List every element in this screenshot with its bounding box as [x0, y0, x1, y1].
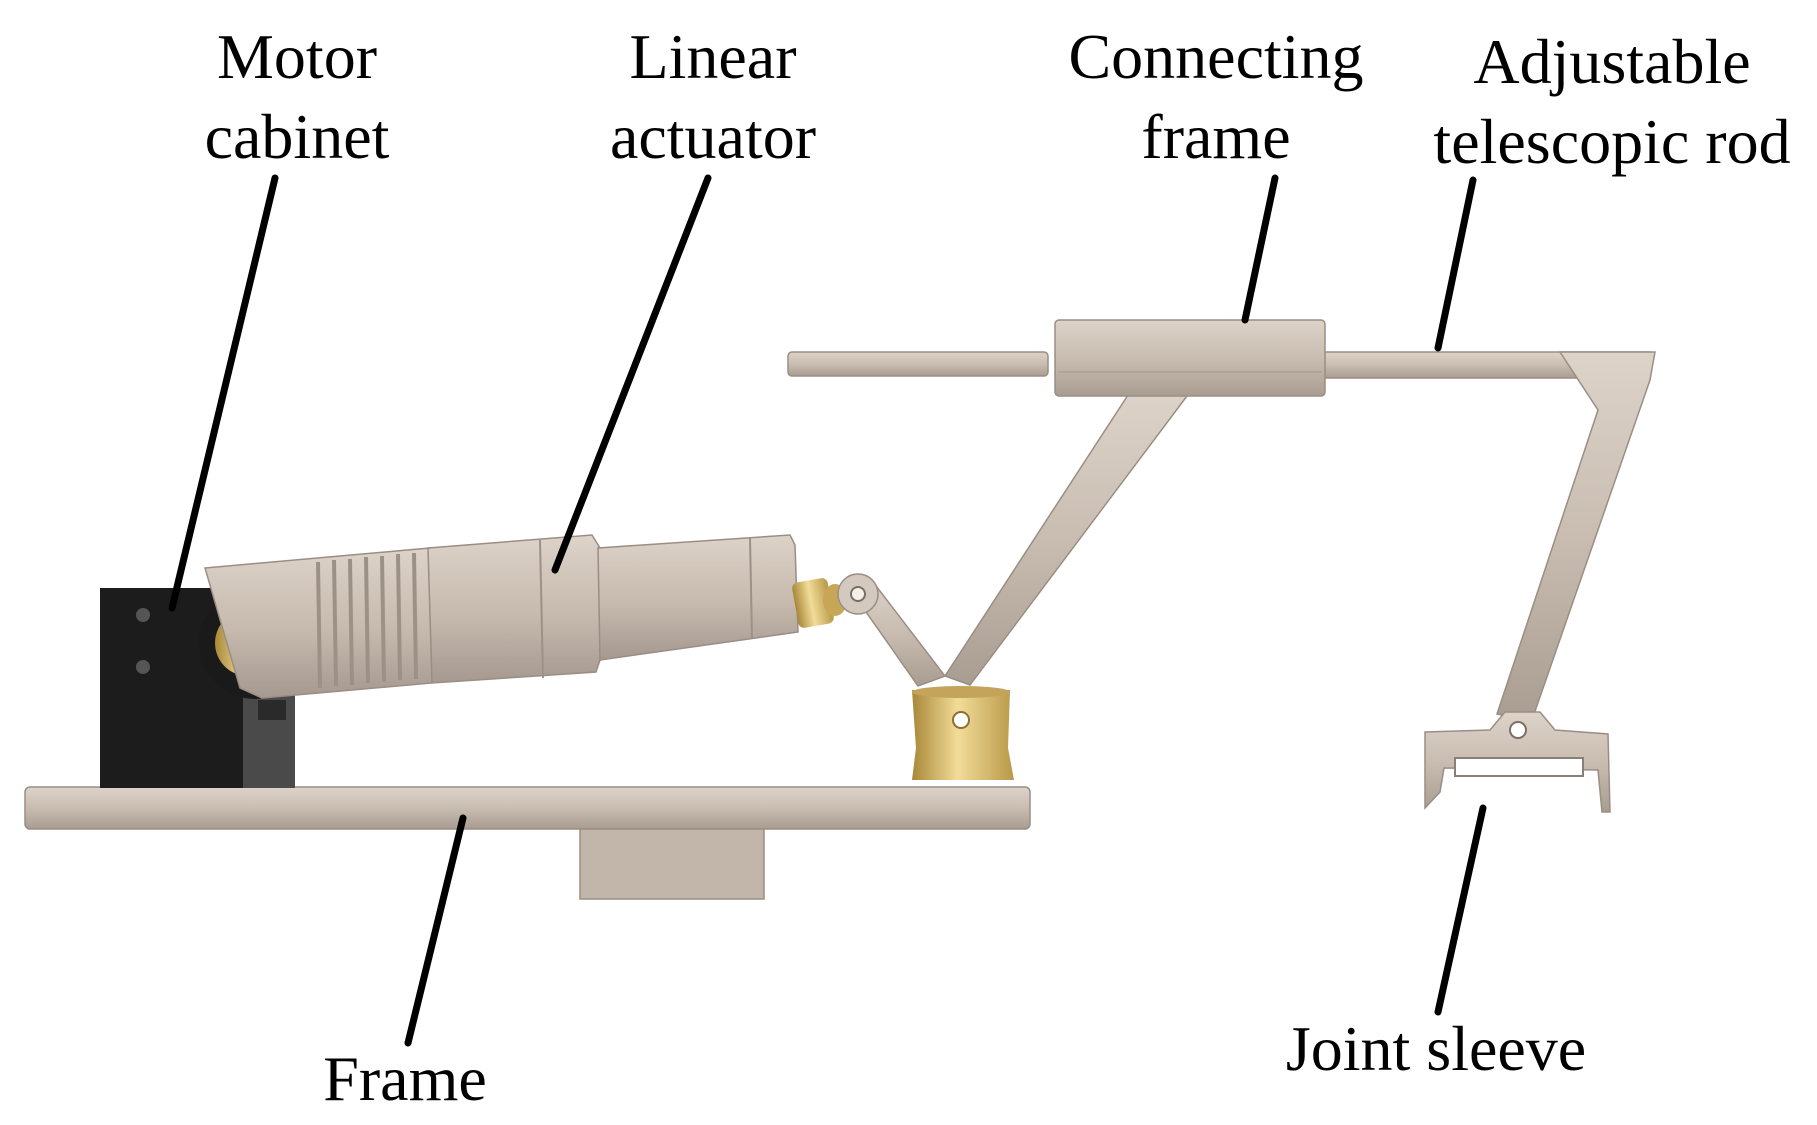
motor-cabinet-bracket-slot: [258, 700, 286, 720]
telescopic-rod-left: [787, 351, 1049, 377]
lower-sleeve-hole: [952, 711, 970, 729]
adjustable-telescopic-rod-label-line1: Adjustable: [1473, 26, 1750, 97]
linear-actuator-leader: [551, 174, 712, 574]
connecting-frame-block: [1054, 319, 1326, 397]
connecting-frame-label-line2: frame: [1141, 101, 1290, 172]
actuator-extension: [597, 534, 799, 661]
frame-part: [24, 786, 1031, 900]
diagonal-strut: [943, 391, 1192, 686]
lower-sleeve-top: [912, 686, 1010, 698]
linear-actuator-label-line2: actuator: [610, 101, 816, 172]
actuator-seam: [539, 539, 544, 679]
drop-arm: [1496, 351, 1656, 721]
motor-cabinet-label-line2: cabinet: [205, 101, 390, 172]
motor-cabinet-leader: [168, 174, 279, 612]
upper-linkage-part: [787, 319, 1656, 721]
screw-hole: [136, 660, 150, 674]
frame-leader: [404, 814, 467, 1047]
joint-sleeve-part: [1424, 711, 1611, 813]
joint-sleeve-label: Joint sleeve: [1286, 1013, 1586, 1084]
motor-cabinet-label-line1: Motor: [217, 21, 377, 92]
actuator-cylinder: [427, 534, 601, 684]
lower-link-part: [837, 573, 1014, 780]
joint-sleeve-hole: [1509, 721, 1527, 739]
lower-sleeve: [912, 690, 1014, 780]
linear-actuator-label-line1: Linear: [630, 21, 797, 92]
connecting-frame-leader: [1241, 174, 1279, 324]
actuator-rod-end: [792, 578, 834, 628]
frame-label: Frame: [323, 1043, 487, 1114]
joint-sleeve-leader: [1434, 804, 1487, 1016]
actuator-end-seam: [749, 537, 753, 639]
linear-actuator-part: [204, 534, 847, 699]
short-link-hole: [850, 586, 866, 602]
actuator-ribs: [316, 552, 418, 689]
frame-plate: [24, 786, 1031, 830]
adjustable-telescopic-rod-label-line2: telescopic rod: [1433, 106, 1790, 177]
frame-foot: [579, 828, 765, 900]
screw-hole: [136, 608, 150, 622]
connecting-frame-label-line1: Connecting: [1068, 21, 1363, 92]
joint-sleeve-slot: [1454, 757, 1584, 777]
adjustable-telescopic-rod-leader: [1434, 176, 1477, 352]
